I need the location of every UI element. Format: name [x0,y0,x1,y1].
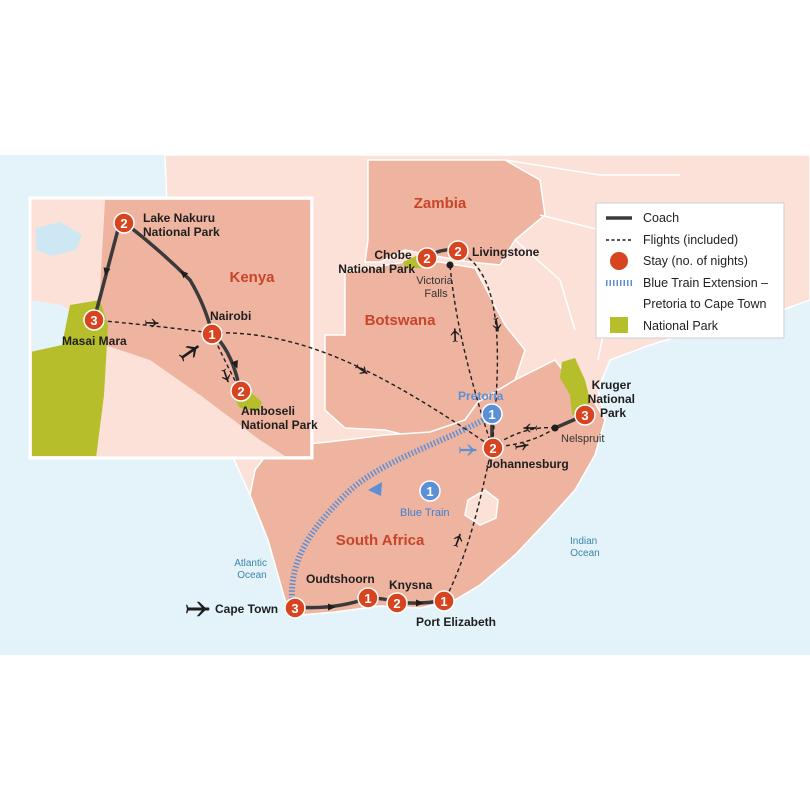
label-pretoria: Pretoria [458,389,504,403]
svg-text:3: 3 [90,313,97,328]
legend-blue-train: Blue Train Extension – Pretoria to Cape … [606,276,768,311]
svg-text:2: 2 [120,216,127,231]
label-masai-mara: Masai Mara [62,334,127,348]
label-cape-town: Cape Town [215,602,278,616]
lesotho [464,489,499,526]
label-botswana: Botswana [365,312,437,329]
stop-masai-mara: 3 [83,309,105,331]
label-kruger: Kruger National Park [588,378,639,420]
legend-coach: Coach [606,211,679,225]
label-south-africa: South Africa [336,532,425,549]
stop-chobe: 2 [416,247,438,269]
blue-train-arrow [368,482,382,496]
country-zambia [364,159,546,266]
label-atlantic-ocean: Atlantic Ocean [234,558,270,581]
victoria-falls-dot [446,261,454,269]
stop-kruger: 3 [574,404,596,426]
label-amboseli: Amboseli National Park [241,404,318,432]
label-nelspruit: Nelspruit [561,433,604,445]
stop-lake-nakuru: 2 [113,212,135,234]
svg-text:3: 3 [291,601,298,616]
blue-plane-icon [459,444,477,456]
svg-text:1: 1 [488,407,495,422]
park-masai-mara [32,300,108,456]
stop-cape-town: 3 [284,597,306,619]
svg-text:Stay (no. of nights): Stay (no. of nights) [643,254,748,268]
label-zambia: Zambia [414,195,467,212]
park-kruger [560,358,590,418]
stop-nairobi: 1 [201,323,223,345]
svg-text:Flights (included): Flights (included) [643,233,738,247]
stop-pretoria: 1 [481,403,503,425]
legend-stay: Stay (no. of nights) [610,252,748,270]
label-lake-nakuru: Lake Nakuru National Park [143,211,220,239]
label-port-elizabeth: Port Elizabeth [416,615,496,629]
label-knysna: Knysna [389,578,433,592]
stop-blue-train: 1 [419,480,441,502]
label-livingstone: Livingstone [472,245,540,259]
svg-text:1: 1 [426,484,433,499]
label-nairobi: Nairobi [210,309,251,323]
label-oudtshoorn: Oudtshoorn [306,572,375,586]
inset-lake [36,222,82,256]
label-blue-train: Blue Train [400,507,450,519]
nelspruit-dot [551,424,559,432]
legend: Coach Flights (included) Stay (no. of ni… [595,202,785,339]
legend-national-park: National Park [610,317,719,333]
svg-text:2: 2 [393,596,400,611]
svg-text:2: 2 [237,384,244,399]
label-kenya: Kenya [229,269,275,286]
svg-text:Blue Train Extension –: Blue Train Extension – [643,276,768,290]
svg-text:2: 2 [454,244,461,259]
label-johannesburg: Johannesburg [486,457,569,471]
svg-text:3: 3 [581,408,588,423]
svg-text:1: 1 [364,591,371,606]
legend-flights: Flights (included) [606,233,738,247]
stop-livingstone: 2 [447,240,469,262]
label-indian-ocean: Indian Ocean [570,536,600,559]
label-victoria-falls: Victoria Falls [416,275,456,300]
stop-oudtshoorn: 1 [357,587,379,609]
svg-text:2: 2 [423,251,430,266]
svg-text:2: 2 [489,441,496,456]
stop-johannesburg: 2 [482,437,504,459]
svg-text:Coach: Coach [643,211,679,225]
svg-text:Pretoria to Cape Town: Pretoria to Cape Town [643,297,766,311]
stop-knysna: 2 [386,592,408,614]
svg-text:1: 1 [208,327,215,342]
stop-amboseli: 2 [230,380,252,402]
label-chobe: Chobe National Park [338,248,415,276]
svg-text:National Park: National Park [643,319,719,333]
stop-port-elizabeth: 1 [433,590,455,612]
svg-text:1: 1 [440,594,447,609]
